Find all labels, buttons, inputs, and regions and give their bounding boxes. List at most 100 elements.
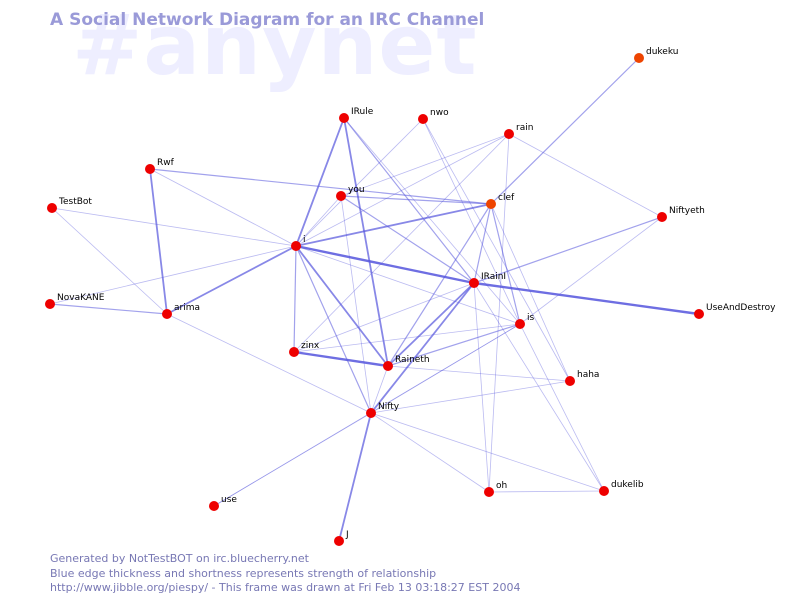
edge-i-Raineth <box>295 245 389 367</box>
node-label-NovaKANE: NovaKANE <box>57 293 105 303</box>
edge-clef-IRainI <box>473 203 492 284</box>
edge-i-arima <box>166 245 297 315</box>
edge-zinx-Raineth <box>292 350 390 368</box>
node-label-use: use <box>221 495 237 505</box>
footer-legend-note: Blue edge thickness and shortness repres… <box>50 566 437 580</box>
edge-clef-Raineth <box>387 203 492 367</box>
edge-IRainI-Nifty <box>370 282 475 414</box>
edge-IRule-IRainI <box>343 117 475 284</box>
edge-i-IRule <box>295 117 345 247</box>
node-dot-dukelib <box>599 486 609 496</box>
edge-i-clef <box>295 203 492 247</box>
edge-NovaKANE-arima <box>49 303 168 315</box>
edge-clef-is <box>490 203 521 325</box>
edge-oh-dukelib <box>488 490 605 493</box>
edge-IRainI-Niftyeth <box>473 216 663 284</box>
node-rain: rain <box>504 123 533 139</box>
edge-IRainI-oh <box>473 282 490 493</box>
edge-is-dukelib <box>519 323 605 492</box>
footer-generated-by: Generated by NotTestBOT on irc.bluecherr… <box>50 552 309 565</box>
edge-you-IRainI <box>340 195 475 284</box>
edge-is-Nifty <box>370 323 521 414</box>
edge-clef-haha <box>490 203 571 382</box>
node-dot-is <box>515 319 525 329</box>
node-dot-i <box>291 241 301 251</box>
edge-clef-dukeku <box>490 57 640 205</box>
node-label-oh: oh <box>496 481 507 491</box>
node-nwo: nwo <box>418 108 449 124</box>
footer-timestamp: http://www.jibble.org/piespy/ - This fra… <box>50 581 521 594</box>
edge-Nifty-dukelib <box>370 412 605 492</box>
edges-layer <box>49 57 701 542</box>
edge-i-Nifty <box>295 245 372 414</box>
edge-is-Niftyeth <box>519 216 663 325</box>
node-label-zinx: zinx <box>301 341 320 351</box>
edge-Rwf-i <box>149 168 297 247</box>
node-label-dukelib: dukelib <box>611 480 644 490</box>
node-label-Rwf: Rwf <box>157 158 175 168</box>
node-Rwf: Rwf <box>145 158 175 174</box>
edge-i-TestBot <box>51 207 297 247</box>
node-dot-zinx <box>289 347 299 357</box>
node-label-Nifty: Nifty <box>378 402 400 412</box>
node-dot-nwo <box>418 114 428 124</box>
edge-i-NovaKANE <box>49 245 297 305</box>
edge-rain-zinx <box>293 133 510 353</box>
node-UseAndDestroy: UseAndDestroy <box>694 303 776 319</box>
node-dot-IRule <box>339 113 349 123</box>
node-arima: arima <box>162 303 200 319</box>
node-label-IRule: IRule <box>351 107 374 117</box>
edge-Raineth-is <box>387 323 521 367</box>
node-dot-arima <box>162 309 172 319</box>
node-you: you <box>336 185 365 201</box>
edge-Raineth-haha <box>387 365 571 382</box>
node-zinx: zinx <box>289 341 320 357</box>
edge-Rwf-clef <box>149 168 492 205</box>
edge-rain-oh <box>488 133 510 493</box>
node-label-haha: haha <box>577 370 599 380</box>
node-label-nwo: nwo <box>430 108 449 118</box>
node-dot-dukeku <box>634 53 644 63</box>
node-dot-TestBot <box>47 203 57 213</box>
footer: Generated by NotTestBOT on irc.bluecherr… <box>50 552 520 596</box>
node-J: J <box>334 530 349 546</box>
node-dot-Niftyeth <box>657 212 667 222</box>
node-dot-Raineth <box>383 361 393 371</box>
diagram-title: A Social Network Diagram for an IRC Chan… <box>50 10 485 30</box>
node-Raineth: Raineth <box>383 355 430 371</box>
node-dot-Rwf <box>145 164 155 174</box>
edge-i-zinx <box>293 245 297 353</box>
edge-IRule-Raineth <box>343 117 389 367</box>
node-label-TestBot: TestBot <box>58 197 92 207</box>
node-dukelib: dukelib <box>599 480 644 496</box>
node-label-dukeku: dukeku <box>646 47 678 57</box>
node-IRule: IRule <box>339 107 374 123</box>
node-dot-use <box>209 501 219 511</box>
node-dot-NovaKANE <box>45 299 55 309</box>
node-label-rain: rain <box>516 123 533 133</box>
node-label-arima: arima <box>174 303 200 313</box>
node-dot-rain <box>504 129 514 139</box>
node-dot-J <box>334 536 344 546</box>
edge-i-rain <box>295 133 510 247</box>
node-dot-clef <box>486 199 496 209</box>
node-label-you: you <box>348 185 365 195</box>
node-IRainI: IRainI <box>469 272 506 288</box>
node-label-J: J <box>345 530 349 540</box>
node-haha: haha <box>565 370 599 386</box>
node-label-IRainI: IRainI <box>481 272 506 282</box>
node-Nifty: Nifty <box>366 402 400 418</box>
node-use: use <box>209 495 237 511</box>
edge-you-clef <box>340 195 492 205</box>
edge-rain-you <box>340 133 510 197</box>
node-Niftyeth: Niftyeth <box>657 206 705 222</box>
edge-Nifty-oh <box>370 412 490 493</box>
edge-Nifty-use <box>213 412 372 507</box>
edge-i-is <box>295 245 521 325</box>
node-dukeku: dukeku <box>634 47 678 63</box>
edge-Nifty-haha <box>370 380 571 414</box>
edge-Rwf-arima <box>149 168 168 315</box>
node-NovaKANE: NovaKANE <box>45 293 105 309</box>
